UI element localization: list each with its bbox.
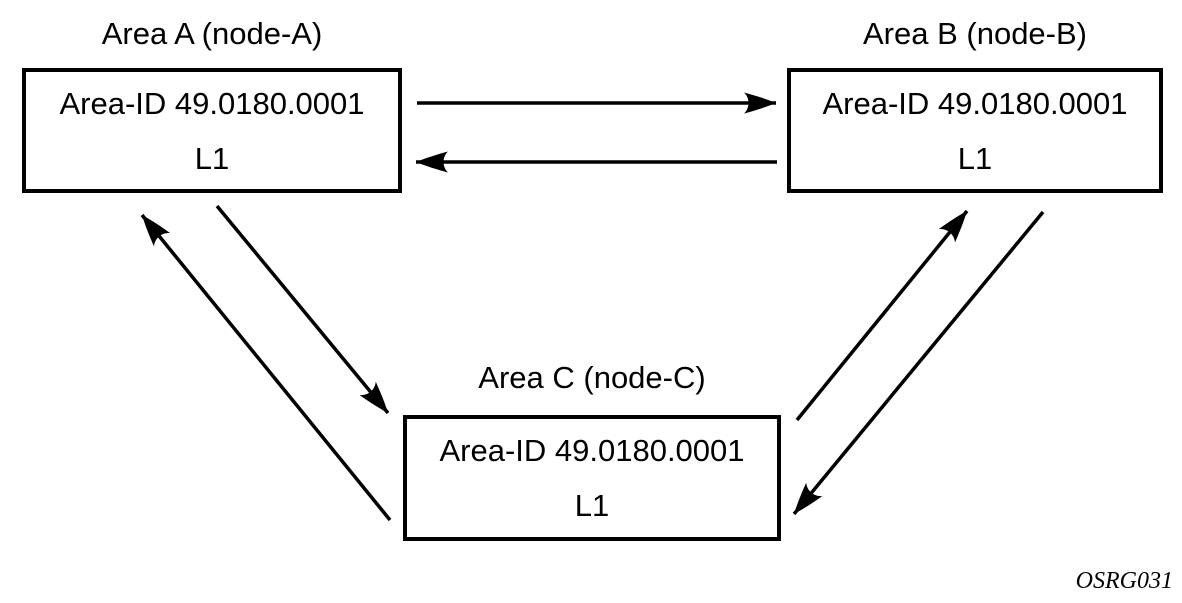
node-b-title: Area B (node-B): [863, 16, 1087, 51]
node-a-area-id: Area-ID 49.0180.0001: [59, 86, 365, 121]
node-c-level: L1: [574, 488, 610, 523]
arrow-c-to-a: [140, 213, 392, 522]
node-b-area-id: Area-ID 49.0180.0001: [822, 86, 1128, 121]
node-c: Area C (node-C) Area-ID 49.0180.0001 L1: [403, 356, 781, 541]
arrow-c-to-b: [795, 209, 969, 422]
node-a: Area A (node-A) Area-ID 49.0180.0001 L1: [22, 12, 402, 193]
node-b-box: Area-ID 49.0180.0001 L1: [787, 68, 1163, 193]
arrow-b-to-c: [792, 210, 1045, 516]
node-b-level: L1: [957, 141, 993, 176]
node-c-title: Area C (node-C): [478, 360, 706, 395]
figure-code: OSRG031: [1075, 568, 1173, 594]
arrow-a-to-c: [215, 204, 390, 415]
node-c-box: Area-ID 49.0180.0001 L1: [403, 415, 781, 541]
node-c-area-id: Area-ID 49.0180.0001: [439, 433, 745, 468]
node-b: Area B (node-B) Area-ID 49.0180.0001 L1: [787, 12, 1163, 193]
node-a-title: Area A (node-A): [101, 16, 323, 51]
node-a-level: L1: [194, 141, 230, 176]
node-a-box: Area-ID 49.0180.0001 L1: [22, 68, 402, 193]
